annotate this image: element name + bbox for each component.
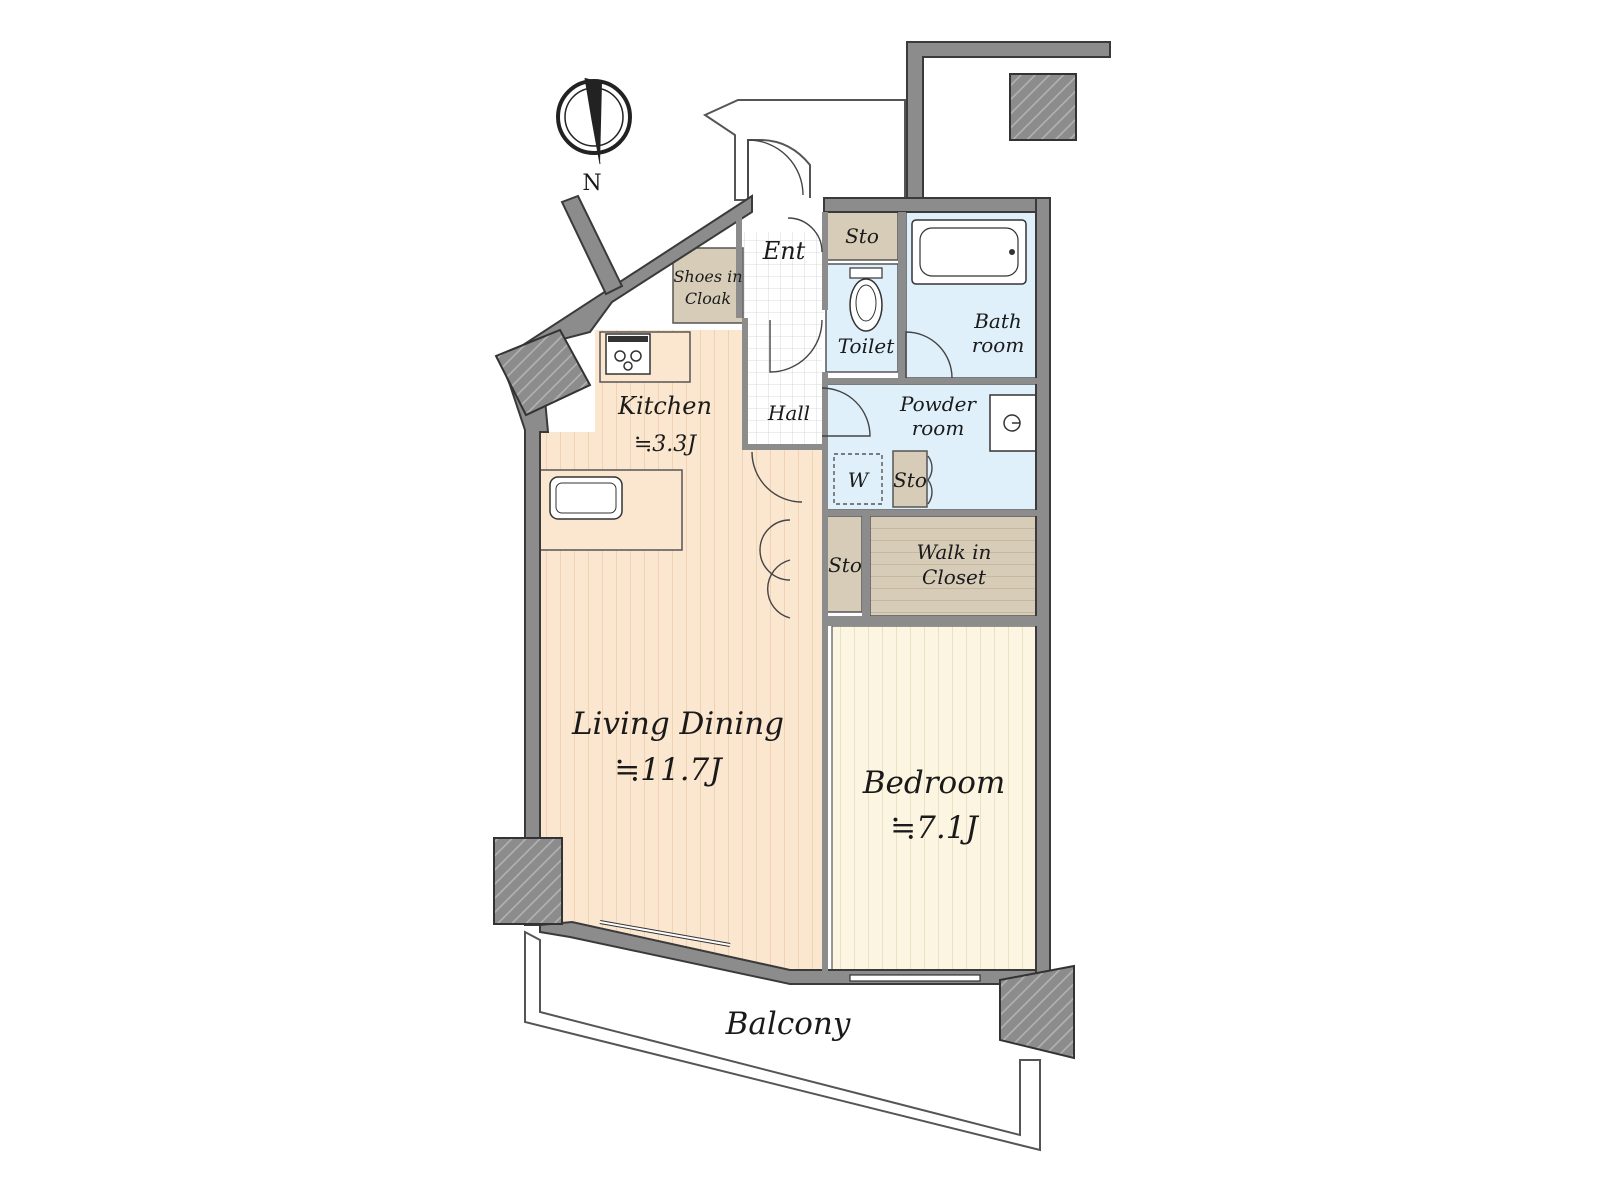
bedroom-floor bbox=[831, 625, 1039, 976]
doors bbox=[747, 139, 953, 619]
compass-label: N bbox=[582, 171, 601, 196]
bedroom-area: ≒7.1J bbox=[890, 810, 979, 846]
storage-powder bbox=[892, 450, 928, 508]
powder-room-label-1: Powder bbox=[899, 392, 977, 416]
stove-icon bbox=[605, 333, 651, 375]
walk-in-closet bbox=[869, 515, 1037, 617]
storage-top bbox=[825, 211, 899, 261]
powder-room-label-2: room bbox=[912, 416, 965, 440]
kitchen-area: ≒3.3J bbox=[634, 432, 697, 457]
living-dining-label: Living Dining bbox=[571, 706, 784, 742]
storage-middle-label: Sto bbox=[828, 553, 862, 577]
balcony-label: Balcony bbox=[725, 1006, 851, 1042]
washer-space bbox=[833, 453, 883, 505]
kitchen-label: Kitchen bbox=[617, 392, 712, 420]
storage-powder-label: Sto bbox=[893, 468, 927, 492]
washer-label: W bbox=[848, 468, 870, 492]
walk-in-closet-label-2: Closet bbox=[922, 565, 987, 589]
entrance-label: Ent bbox=[762, 237, 806, 265]
bathtub-icon bbox=[911, 219, 1027, 285]
interior-walls bbox=[736, 212, 1038, 972]
bathroom-label-1: Bath bbox=[973, 309, 1022, 333]
shoes-in-cloak bbox=[672, 247, 744, 324]
toilet-icon bbox=[849, 267, 883, 332]
hall-floor bbox=[742, 318, 822, 448]
storage-top-label: Sto bbox=[845, 224, 879, 248]
walk-in-closet-label-1: Walk in bbox=[917, 540, 992, 564]
exterior-walls bbox=[493, 194, 1075, 1060]
toilet-label: Toilet bbox=[838, 334, 895, 358]
bedroom-label: Bedroom bbox=[862, 765, 1006, 801]
entry-protrusion bbox=[702, 41, 1111, 201]
sink-icon bbox=[549, 476, 623, 520]
hall-label: Hall bbox=[767, 401, 810, 425]
living-dining-area: ≒11.7J bbox=[614, 752, 723, 788]
bathroom-label-2: room bbox=[972, 333, 1025, 357]
balcony bbox=[524, 930, 1041, 1152]
north-arrow-icon bbox=[556, 77, 632, 165]
shoes-cloak-label-1: Shoes in bbox=[673, 267, 742, 286]
shoes-cloak-label-2: Cloak bbox=[685, 289, 731, 308]
windows bbox=[599, 920, 981, 982]
column-top bbox=[1009, 73, 1077, 141]
